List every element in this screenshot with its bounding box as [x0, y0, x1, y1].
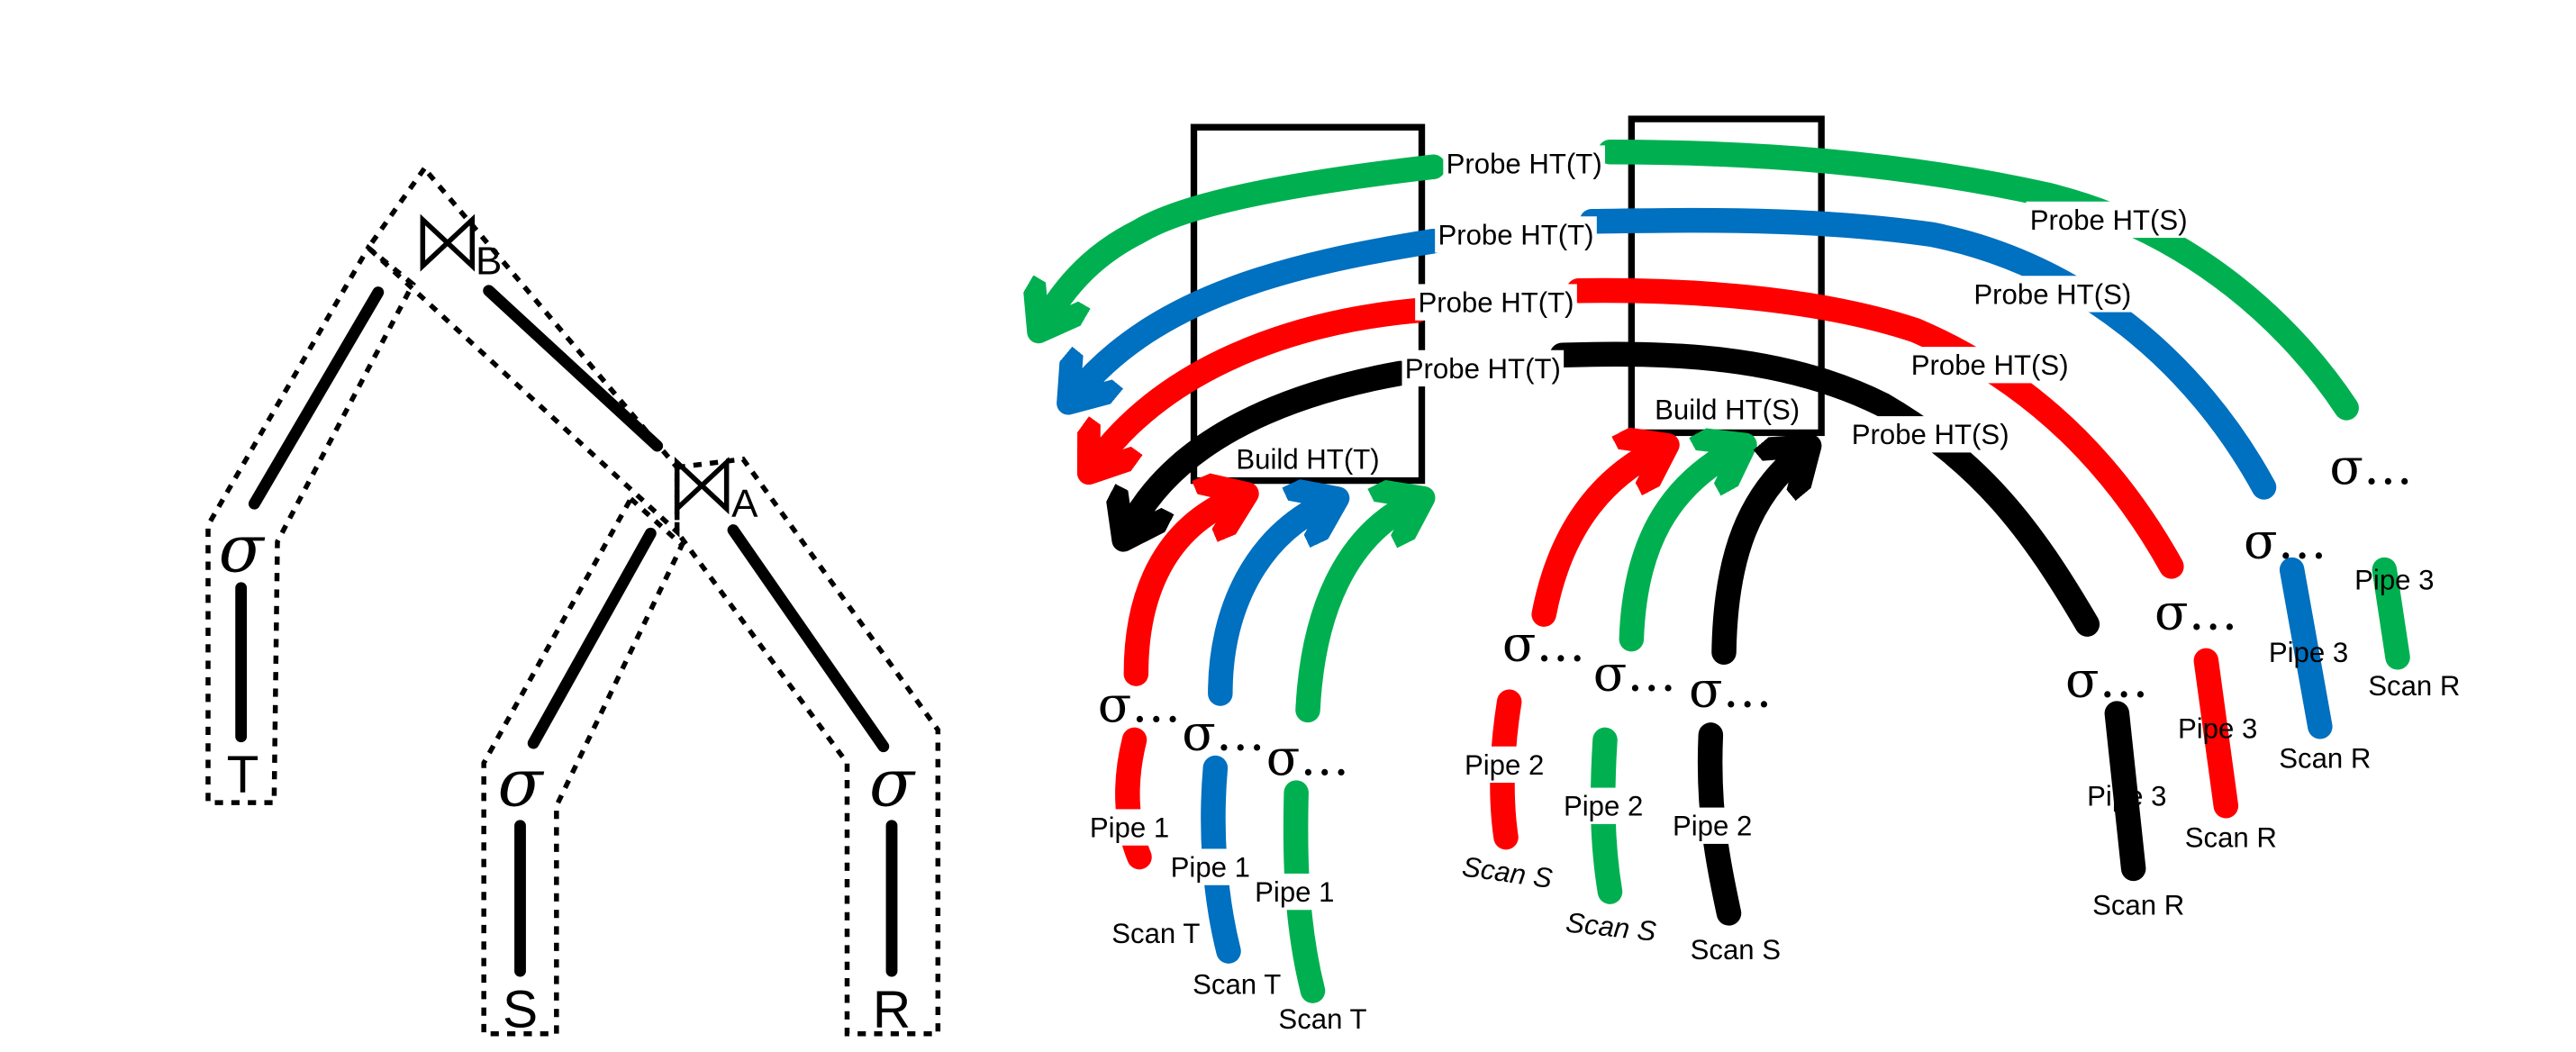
pipe2-red-upper: [1531, 451, 1656, 627]
probe-s-red: Probe HT(S): [1911, 349, 2069, 381]
probe-s-green: Probe HT(S): [2030, 204, 2188, 236]
table-r: R: [873, 980, 911, 1038]
pipe3-blue-pipe: Pipe 3: [2269, 637, 2348, 668]
pipe2-black-upper: [1711, 454, 1800, 665]
pipe1-blue-scan: Scan T: [1193, 969, 1281, 1001]
probe-s-blue: Probe HT(S): [1973, 278, 2131, 310]
pipe1-red-upper: [1123, 499, 1235, 686]
pipe3-red-arc-upper: [1565, 277, 2184, 579]
pipe3-labels: σ… Pipe 3 Scan R σ… Pipe 3 Scan R σ… Pip…: [2065, 438, 2460, 921]
pipe2-green-sigma: σ…: [1593, 644, 1677, 702]
pipe2-green-upper: [1619, 451, 1734, 652]
pipe3-red-scan: Scan R: [2185, 822, 2277, 854]
pipe1-green-pipe: Pipe 1: [1255, 876, 1334, 908]
pipe3-green-scan: Scan R: [2368, 670, 2460, 702]
probe-labels: Probe HT(T) Probe HT(T) Probe HT(T) Prob…: [1401, 145, 2195, 453]
edge-joinb-joina: [483, 285, 664, 452]
pipeline-outline-b: [365, 164, 680, 538]
pipe3-blue-arc-s: [2279, 557, 2333, 739]
pipe1-blue-upper: [1208, 503, 1326, 706]
pipe3-red-pipe: Pipe 3: [2178, 713, 2257, 745]
pipe3-blue-scan: Scan R: [2279, 743, 2371, 775]
pipe3-black-sigma: σ…: [2065, 651, 2149, 709]
pipe3-red-arc-t: [1096, 298, 1429, 463]
probe-s-black: Probe HT(S): [1852, 419, 2009, 450]
pipe1-red-sigma: σ…: [1098, 676, 1182, 733]
join-a-label: A: [731, 482, 758, 526]
pipe1-green-sigma: σ…: [1266, 729, 1350, 786]
pipe1-red-scan: Scan T: [1111, 918, 1200, 949]
query-plan-tree: B A σ T σ S σ R: [205, 164, 941, 1038]
pipe1-blue-pipe: Pipe 1: [1171, 852, 1250, 884]
pipe3-green-pipe: Pipe 3: [2354, 565, 2434, 596]
join-a-icon: [674, 457, 730, 515]
pipe3-black-pipe: Pipe 3: [2087, 781, 2166, 812]
join-b-label: B: [476, 239, 502, 283]
pipe2-red-scan: Scan S: [1460, 850, 1555, 894]
sigma-r: σ: [869, 746, 916, 822]
pipe3-red-sigma: σ…: [2154, 584, 2238, 641]
pipe2-green-scan: Scan S: [1565, 906, 1658, 947]
pipeline-outline-t: [205, 243, 416, 805]
probe-t-red: Probe HT(T): [1418, 287, 1574, 319]
pipe1-green-scan: Scan T: [1278, 1003, 1366, 1035]
pipe3-black-scan: Scan R: [2092, 890, 2184, 921]
probe-t-blue: Probe HT(T): [1438, 219, 1593, 250]
pipe3-black-arc-s: [2104, 701, 2146, 882]
edge-joina-sigma-r: [727, 524, 890, 753]
edge-joinb-sigma-t: [248, 286, 385, 510]
pipeline-outline-s: [481, 494, 685, 1037]
pipe3-blue-sigma: σ…: [2244, 512, 2327, 570]
sigma-t: σ: [219, 511, 266, 587]
pipe2-black-pipe: Pipe 2: [1673, 811, 1752, 842]
pipe3-green-sigma: σ…: [2329, 438, 2413, 495]
pipe2-red-sigma: σ…: [1502, 614, 1586, 672]
pipe3-blue-arc-t: [1076, 229, 1447, 394]
pipe1-blue-sigma: σ…: [1182, 703, 1265, 761]
pipe2-black-sigma: σ…: [1689, 661, 1773, 719]
sigma-s: σ: [497, 746, 544, 822]
edge-joina-sigma-s: [527, 527, 657, 749]
pipe2-black-scan: Scan S: [1691, 934, 1781, 966]
pipeline-view: Build HT(T) Build HT(S) Probe HT(T) Prob…: [1046, 115, 2460, 1035]
pipeline-outline-a: [674, 456, 941, 1037]
pipe1-group: σ… σ… σ… Pipe 1 Pipe 1 Pipe 1 Scan T Sca…: [1084, 499, 1412, 1035]
pipe2-group: σ… σ… σ… Pipe 2 Pipe 2 Pipe 2 Scan S Sca…: [1457, 451, 1800, 966]
build-ht-t-label: Build HT(T): [1236, 444, 1379, 476]
table-s: S: [503, 980, 538, 1038]
pipe2-green-pipe: Pipe 2: [1564, 791, 1643, 822]
pipe2-red-pipe: Pipe 2: [1465, 749, 1544, 781]
probe-t-green: Probe HT(T): [1447, 149, 1602, 180]
pipe3-black-arc-t: [1129, 360, 1413, 528]
pipe3-blue-arc-upper: [1579, 207, 2277, 500]
pipe3-black-arc-upper: [1549, 341, 2100, 637]
pipe3-green-arc-s: [2372, 557, 2410, 670]
pipe1-red-pipe: Pipe 1: [1090, 812, 1169, 844]
pipe3-red-arc-s: [2193, 648, 2239, 819]
pipe3-green-arc-upper: [1597, 140, 2359, 421]
pipe1-green-upper: [1295, 503, 1412, 723]
join-b-icon: [420, 213, 476, 272]
table-t: T: [227, 746, 259, 804]
probe-t-black: Probe HT(T): [1405, 353, 1561, 385]
pipe3-green-arc-t: [1046, 154, 1447, 321]
build-ht-s-label: Build HT(S): [1655, 394, 1800, 426]
